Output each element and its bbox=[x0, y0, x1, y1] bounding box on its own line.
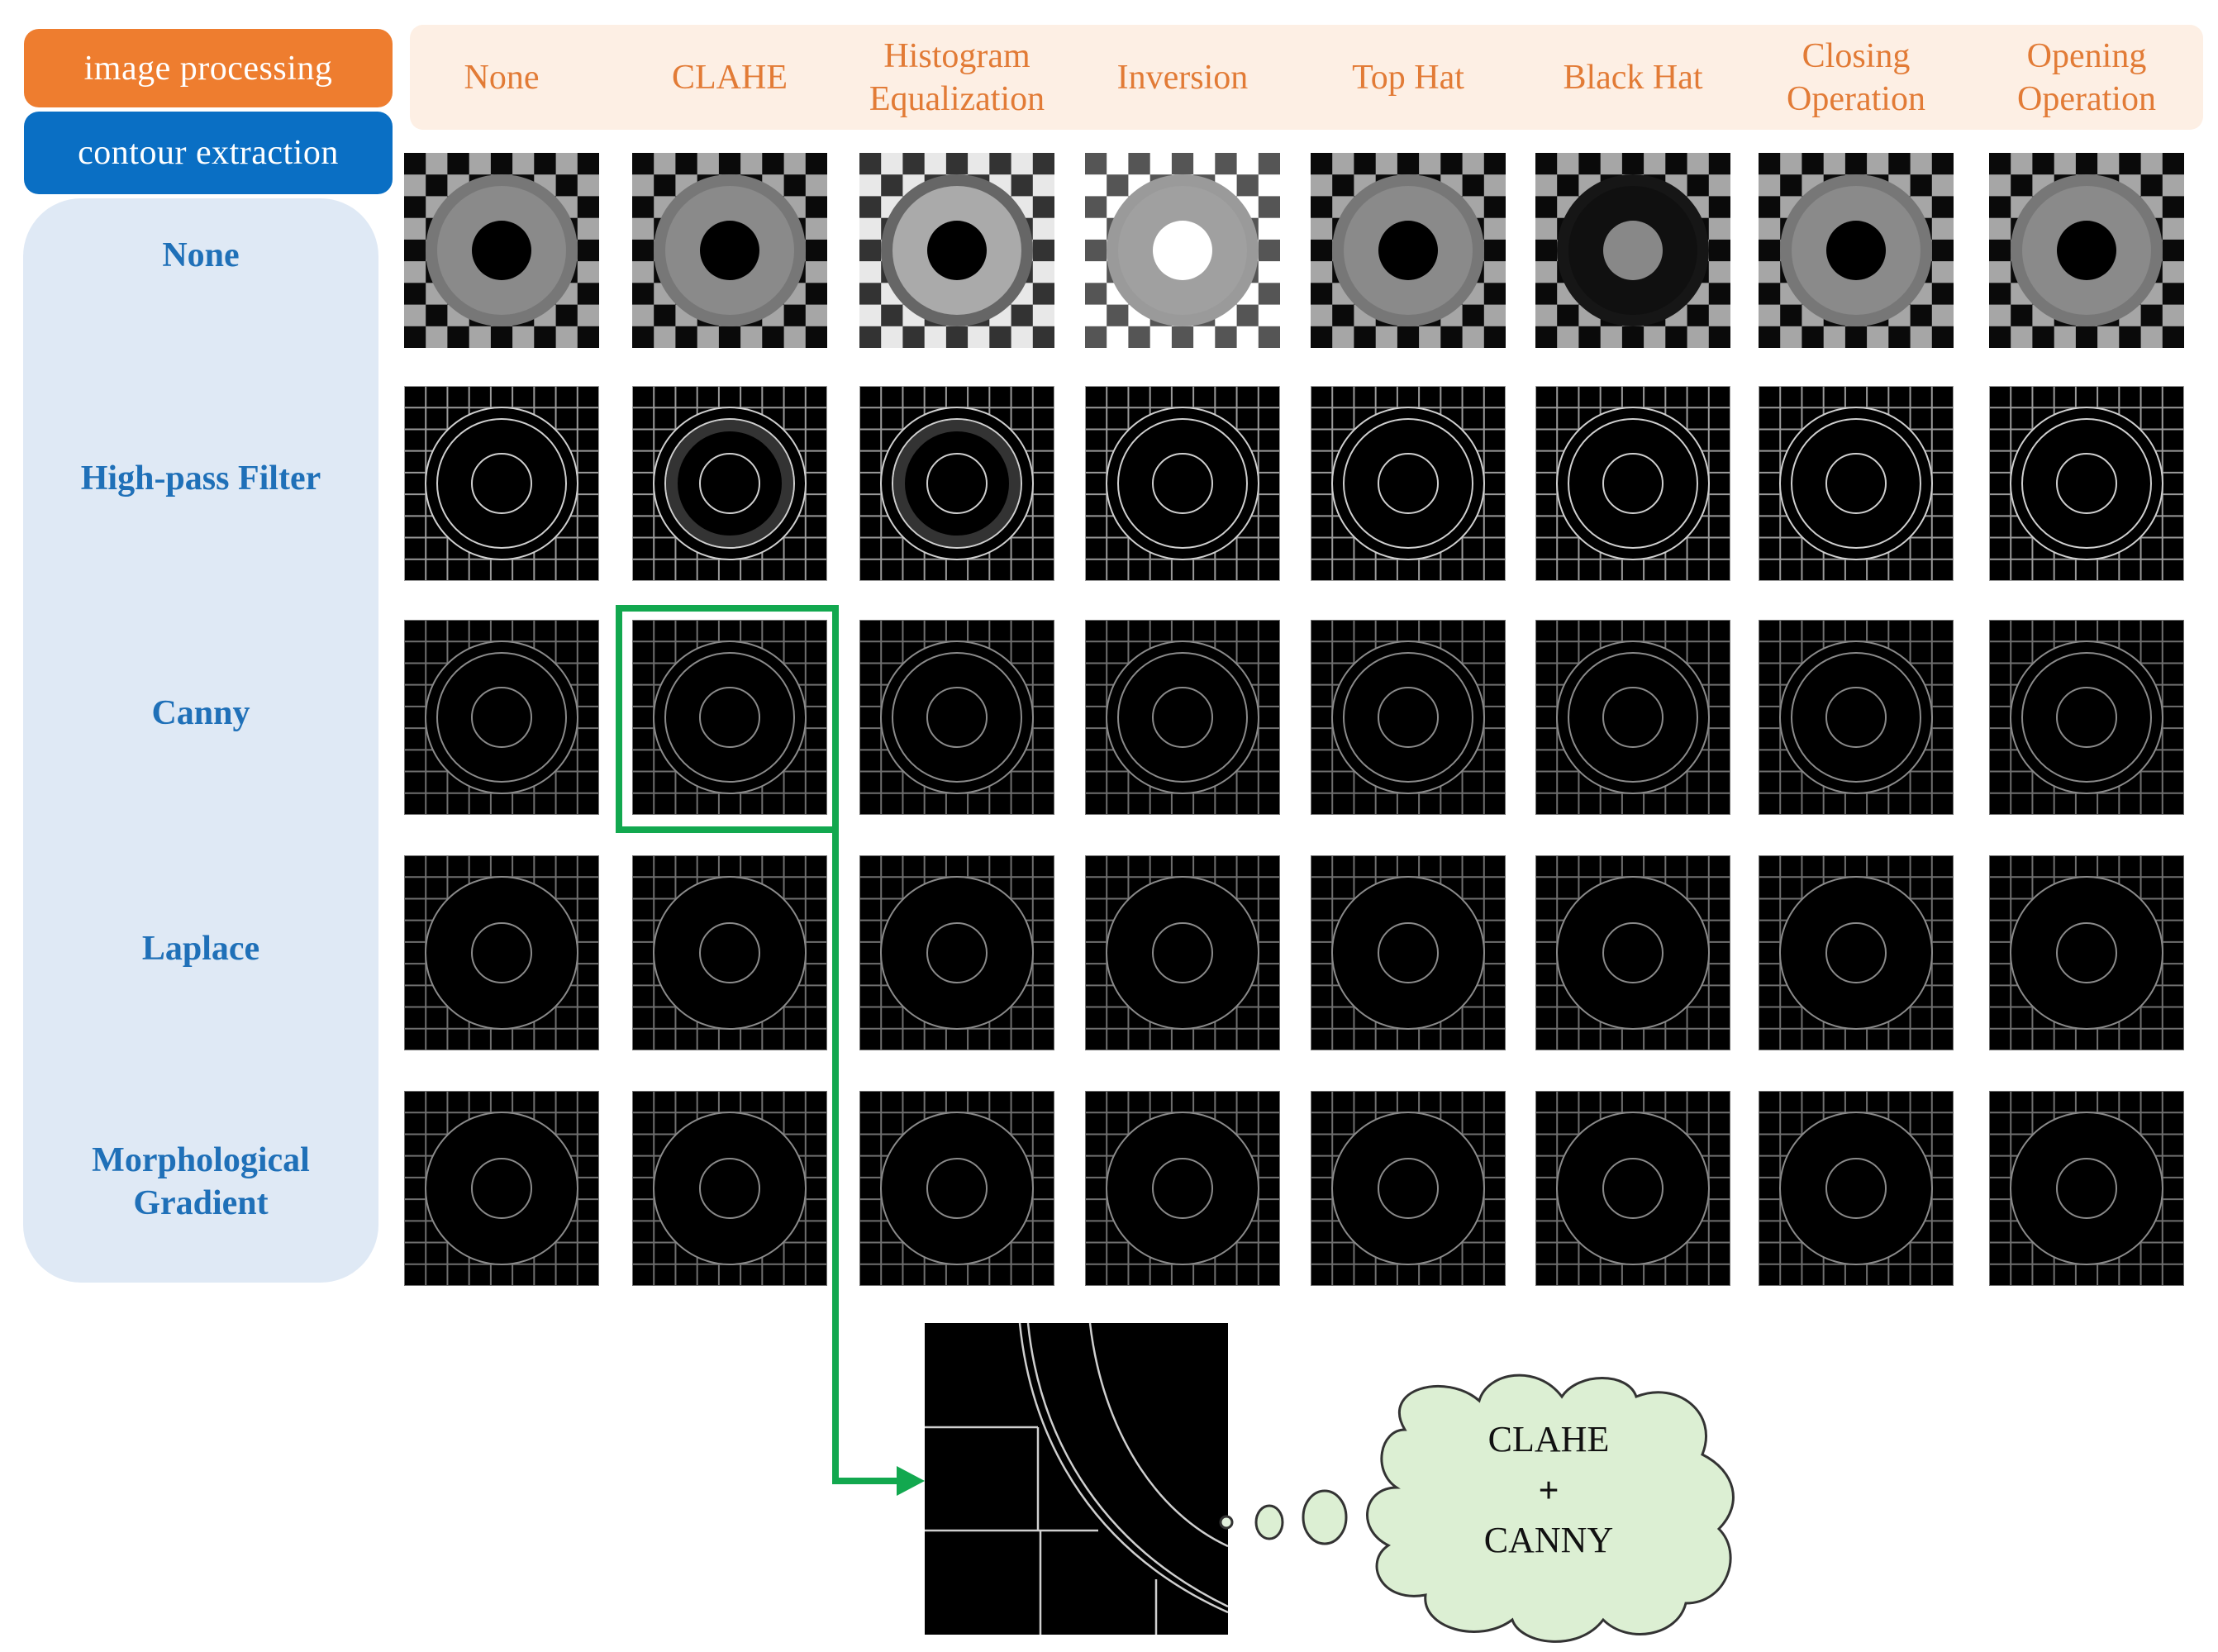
tile-none-top-hat bbox=[1311, 153, 1506, 348]
tile-laplace-clahe bbox=[632, 855, 827, 1050]
tile-laplace-top-hat bbox=[1311, 855, 1506, 1050]
cloud-shape-icon bbox=[1366, 1373, 1735, 1643]
arrow-head-icon bbox=[897, 1466, 925, 1496]
tile-canny-closing-operation bbox=[1759, 620, 1954, 815]
tile-high-pass-filter-none bbox=[404, 386, 599, 581]
tile-none-closing-operation bbox=[1759, 153, 1954, 348]
contour-extraction-label: contour extraction bbox=[78, 134, 339, 172]
cloud-text-plus: + bbox=[1538, 1470, 1559, 1511]
tile-morphological-gradient-inversion bbox=[1085, 1091, 1280, 1286]
tile-high-pass-filter-top-hat bbox=[1311, 386, 1506, 581]
row-label-high-pass-filter: High-pass Filter bbox=[80, 459, 321, 498]
tile-none-opening-operation bbox=[1989, 153, 2184, 348]
row-label-morphological-gradient: Morphological Gradient bbox=[92, 1141, 310, 1222]
tile-laplace-histogram-equalization bbox=[859, 855, 1054, 1050]
tile-laplace-black-hat bbox=[1535, 855, 1730, 1050]
thought-cloud bbox=[1219, 1373, 1735, 1643]
thought-bubble-small-icon bbox=[1219, 1515, 1234, 1530]
tile-morphological-gradient-black-hat bbox=[1535, 1091, 1730, 1286]
tile-none-inversion bbox=[1085, 153, 1280, 348]
cloud-text-canny: CANNY bbox=[1483, 1520, 1614, 1560]
tile-laplace-inversion bbox=[1085, 855, 1280, 1050]
highlight-box-clahe-canny bbox=[616, 605, 839, 833]
zoomed-canny-detail-image bbox=[925, 1322, 1229, 1635]
tile-morphological-gradient-top-hat bbox=[1311, 1091, 1506, 1286]
tile-morphological-gradient-none bbox=[404, 1091, 599, 1286]
tile-none-histogram-equalization bbox=[859, 153, 1054, 348]
tile-high-pass-filter-inversion bbox=[1085, 386, 1280, 581]
tile-canny-clahe bbox=[632, 620, 827, 815]
tile-high-pass-filter-opening-operation bbox=[1989, 386, 2184, 581]
row-label-laplace: Laplace bbox=[141, 930, 260, 968]
tile-canny-histogram-equalization bbox=[859, 620, 1054, 815]
tile-laplace-none bbox=[404, 855, 599, 1050]
row-label-canny: Canny bbox=[151, 694, 250, 732]
row-label-none: None bbox=[162, 236, 240, 274]
tile-none-none bbox=[404, 153, 599, 348]
tile-none-clahe bbox=[632, 153, 827, 348]
column-header-none: None bbox=[464, 58, 540, 97]
tile-high-pass-filter-histogram-equalization bbox=[859, 386, 1054, 581]
tile-laplace-closing-operation bbox=[1759, 855, 1954, 1050]
tile-high-pass-filter-clahe bbox=[632, 386, 827, 581]
thought-bubble-large-icon bbox=[1302, 1489, 1348, 1545]
tile-morphological-gradient-clahe bbox=[632, 1091, 827, 1286]
column-header-black-hat: Black Hat bbox=[1563, 58, 1703, 97]
tile-morphological-gradient-opening-operation bbox=[1989, 1091, 2184, 1286]
tile-canny-black-hat bbox=[1535, 620, 1730, 815]
cloud-text-clahe: CLAHE bbox=[1487, 1419, 1610, 1459]
contour-extraction-legend: contour extraction bbox=[24, 112, 393, 194]
column-header-top-hat: Top Hat bbox=[1352, 58, 1464, 97]
column-header-opening-operation: Opening Operation bbox=[2017, 36, 2156, 118]
column-header-band bbox=[410, 25, 2203, 130]
column-header-closing-operation: Closing Operation bbox=[1787, 36, 1925, 118]
image-processing-legend: image processing bbox=[24, 29, 393, 107]
tile-canny-opening-operation bbox=[1989, 620, 2184, 815]
tile-canny-top-hat bbox=[1311, 620, 1506, 815]
tile-morphological-gradient-closing-operation bbox=[1759, 1091, 1954, 1286]
thought-bubble-medium-icon bbox=[1254, 1504, 1284, 1540]
tile-laplace-opening-operation bbox=[1989, 855, 2184, 1050]
tile-morphological-gradient-histogram-equalization bbox=[859, 1091, 1054, 1286]
image-processing-label: image processing bbox=[83, 49, 333, 88]
column-header-inversion: Inversion bbox=[1116, 58, 1249, 97]
tile-none-black-hat bbox=[1535, 153, 1730, 348]
tile-high-pass-filter-black-hat bbox=[1535, 386, 1730, 581]
tile-high-pass-filter-closing-operation bbox=[1759, 386, 1954, 581]
column-header-clahe: CLAHE bbox=[672, 58, 788, 97]
tile-canny-none bbox=[404, 620, 599, 815]
row-label-panel bbox=[23, 198, 378, 1283]
column-header-histogram-equalization: Histogram Equalization bbox=[869, 36, 1045, 118]
tile-canny-inversion bbox=[1085, 620, 1280, 815]
